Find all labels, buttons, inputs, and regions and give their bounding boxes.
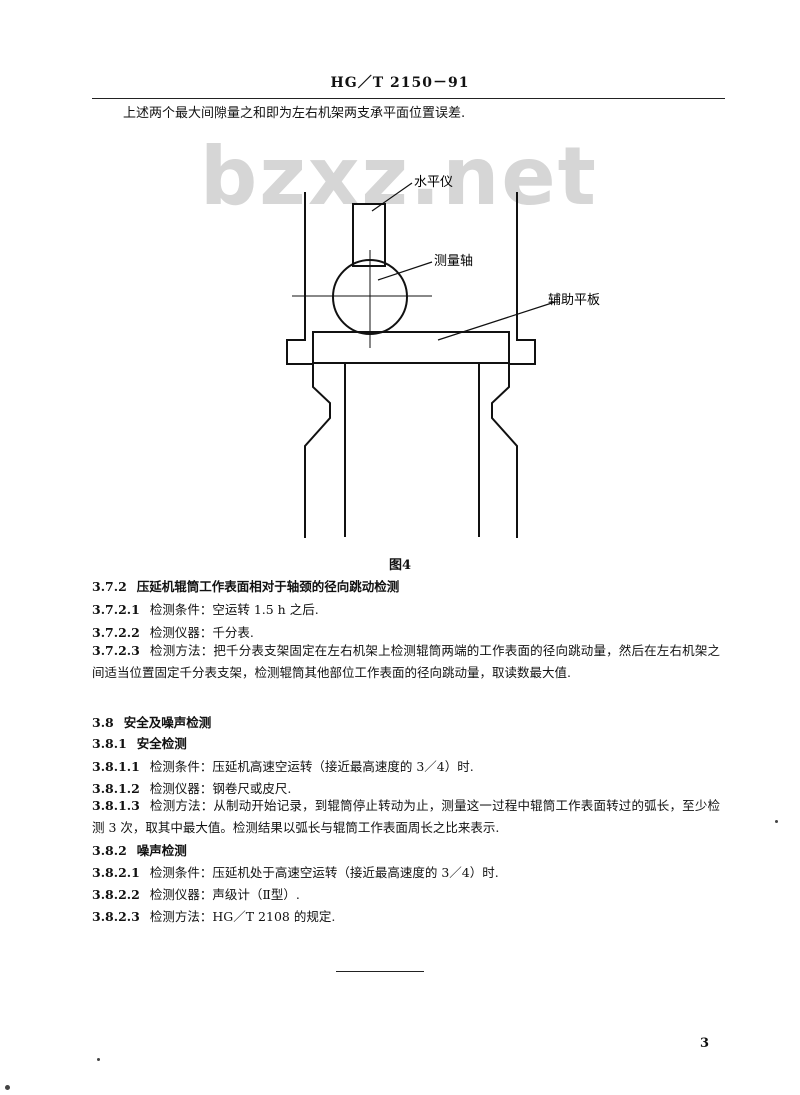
section-text: 检测仪器：钢卷尺或皮尺. — [149, 781, 292, 796]
section-3-7-2: 3.7.2 压延机辊筒工作表面相对于轴颈的径向跳动检测 — [92, 576, 399, 595]
section-heading: 安全检测 — [136, 736, 187, 751]
section-number: 3.7.2.2 — [92, 625, 140, 640]
section-number: 3.8.2.3 — [92, 909, 140, 924]
section-number: 3.8.2.2 — [92, 887, 140, 902]
left-frame-outline — [286, 192, 331, 538]
watermark: bzxz.net — [200, 130, 598, 223]
section-number: 3.7.2.3 — [92, 643, 140, 658]
section-3-8-2-3: 3.8.2.3 检测方法：HG／T 2108 的规定. — [92, 906, 335, 925]
section-number: 3.8.1.2 — [92, 781, 140, 796]
section-text: 检测方法：HG／T 2108 的规定. — [149, 909, 336, 924]
header-rule — [92, 98, 725, 99]
section-3-8-2: 3.8.2 噪声检测 — [92, 840, 187, 859]
section-number: 3.7.2.1 — [92, 602, 140, 617]
section-number: 3.7.2 — [92, 579, 127, 594]
section-number: 3.8 — [92, 715, 114, 730]
section-3-8-2-2: 3.8.2.2 检测仪器：声级计（Ⅱ型）. — [92, 884, 300, 903]
section-number: 3.8.1 — [92, 736, 127, 751]
end-rule — [336, 971, 424, 972]
label-level: 水平仪 — [414, 175, 453, 190]
section-text: 检测条件：压延机处于高速空运转（接近最高速度的 3／4）时. — [149, 865, 499, 880]
leader-plate — [437, 301, 556, 341]
section-3-8: 3.8 安全及噪声检测 — [92, 712, 211, 731]
leader-level — [371, 182, 413, 212]
section-text: 检测方法：从制动开始记录，到辊筒停止转动为止，测量这一过程中辊筒工作表面转过的弧… — [92, 798, 720, 835]
section-number: 3.8.2 — [92, 843, 127, 858]
right-frame-outline — [491, 192, 536, 538]
page-number: 3 — [700, 1036, 710, 1051]
level-instrument — [352, 203, 386, 267]
figure-4-diagram: 水平仪 测量轴 辅助平板 — [286, 175, 600, 538]
section-text: 检测条件：压延机高速空运转（接近最高速度的 3／4）时. — [149, 759, 474, 774]
intro-paragraph: 上述两个最大间隙量之和即为左右机架两支承平面位置误差. — [123, 106, 466, 121]
section-heading: 压延机辊筒工作表面相对于轴颈的径向跳动检测 — [136, 579, 400, 594]
section-number: 3.8.1.3 — [92, 798, 140, 813]
section-number: 3.8.2.1 — [92, 865, 140, 880]
section-text: 检测仪器：千分表. — [149, 625, 254, 640]
auxiliary-plate — [312, 331, 510, 364]
figure-caption: 图4 — [388, 558, 412, 573]
section-3-8-1-1: 3.8.1.1 检测条件：压延机高速空运转（接近最高速度的 3／4）时. — [92, 756, 474, 775]
section-3-8-1: 3.8.1 安全检测 — [92, 733, 187, 752]
section-text: 检测仪器：声级计（Ⅱ型）. — [149, 887, 300, 902]
section-number: 3.8.1.1 — [92, 759, 140, 774]
section-text: 检测方法：把千分表支架固定在左右机架上检测辊筒两端的工作表面的径向跳动量，然后在… — [92, 643, 720, 680]
section-text: 检测条件：空运转 1.5 h 之后. — [149, 602, 319, 617]
section-3-8-1-2: 3.8.1.2 检测仪器：钢卷尺或皮尺. — [92, 778, 291, 797]
section-3-7-2-2: 3.7.2.2 检测仪器：千分表. — [92, 622, 254, 641]
scan-speck — [775, 820, 778, 823]
label-shaft: 测量轴 — [434, 254, 473, 269]
label-plate: 辅助平板 — [548, 293, 600, 308]
leader-shaft — [377, 261, 433, 281]
scan-speck — [5, 1085, 10, 1090]
section-heading: 噪声检测 — [136, 843, 187, 858]
scan-speck — [97, 1058, 100, 1061]
section-heading: 安全及噪声检测 — [123, 715, 212, 730]
section-3-8-2-1: 3.8.2.1 检测条件：压延机处于高速空运转（接近最高速度的 3／4）时. — [92, 862, 499, 881]
document-code-header: HG／T 2150－91 — [330, 75, 470, 91]
section-3-7-2-1: 3.7.2.1 检测条件：空运转 1.5 h 之后. — [92, 599, 319, 618]
